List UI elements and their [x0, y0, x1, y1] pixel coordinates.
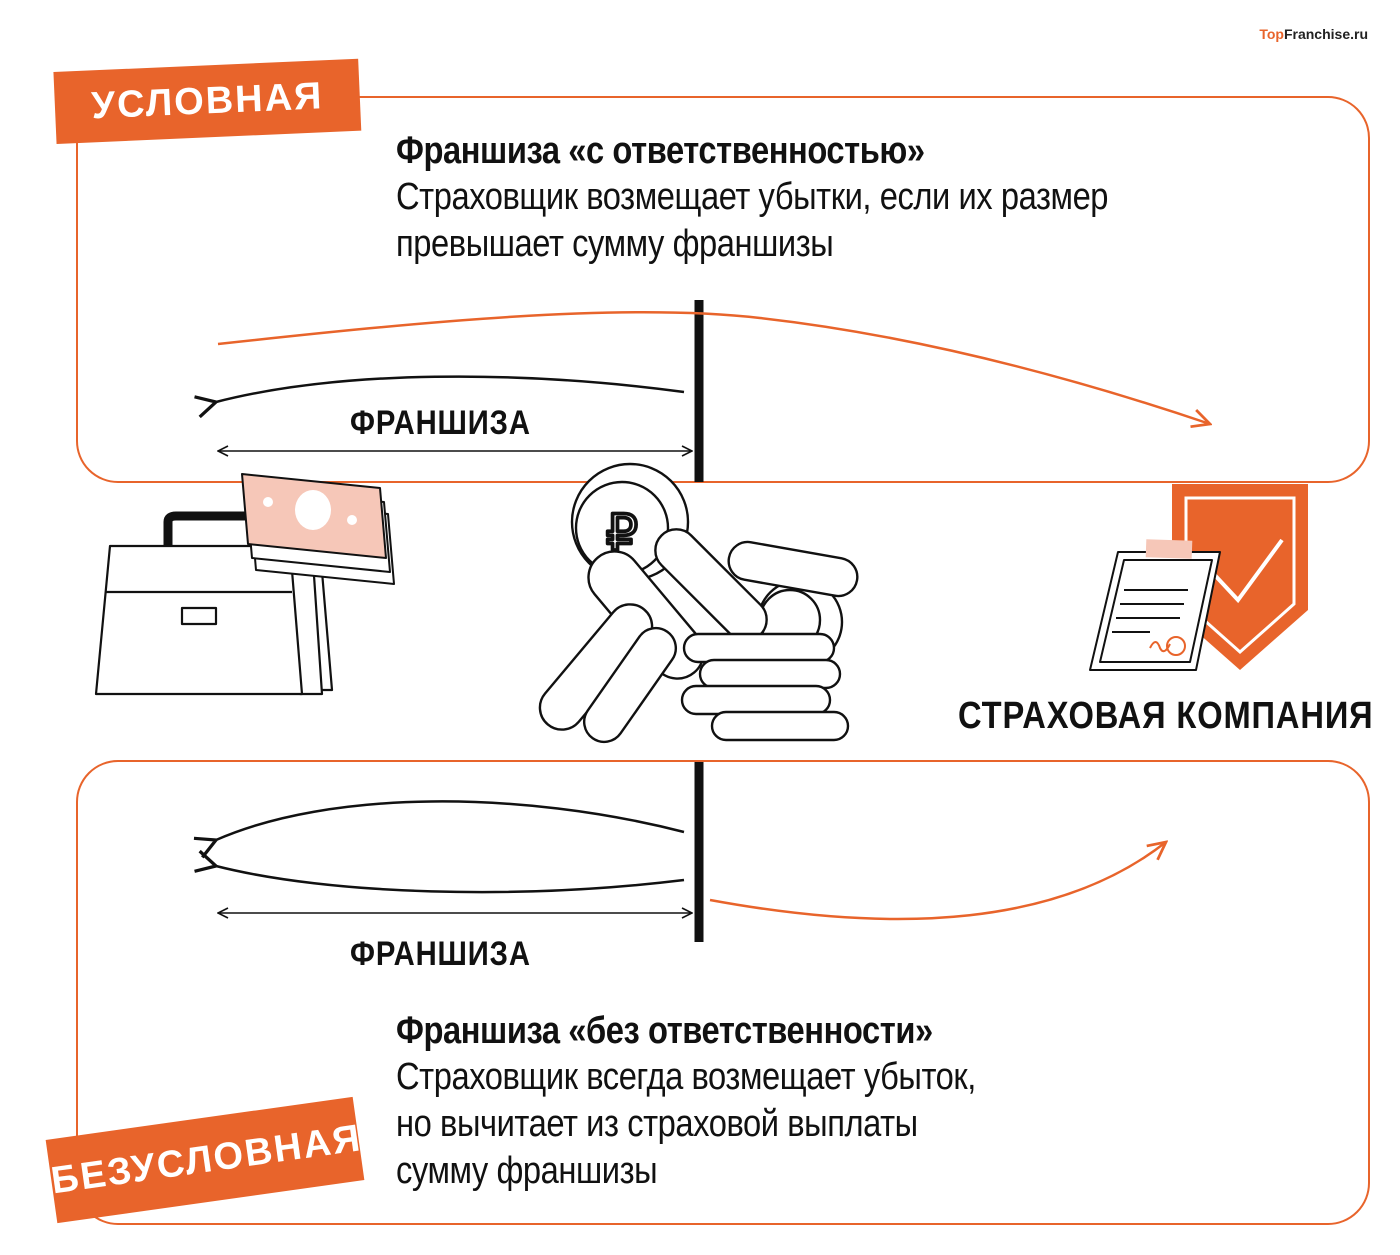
brand-logo: TopFranchise.ru	[1259, 26, 1368, 42]
return-arrow-bottom-2	[194, 849, 685, 894]
banknotes-icon	[241, 473, 395, 585]
flow-arrow-bottom-orange	[709, 842, 1166, 921]
conditional-panel	[76, 96, 1370, 483]
conditional-body-line-1: Страховщик возмещает убытки, если их раз…	[396, 176, 1109, 218]
conditional-tag: УСЛОВНАЯ	[53, 58, 362, 144]
conditional-title: Франшиза «с ответственностью»	[396, 130, 925, 172]
briefcase-icon	[94, 511, 334, 696]
franchise-label-bottom: ФРАНШИЗА	[350, 935, 531, 973]
franchise-label-top: ФРАНШИЗА	[350, 404, 531, 442]
flow-arrow-top-orange	[217, 310, 1210, 424]
insurance-company-label: СТРАХОВАЯ КОМПАНИЯ	[958, 695, 1374, 737]
unconditional-title: Франшиза «без ответственности»	[396, 1010, 933, 1052]
return-arrow-bottom-1	[193, 800, 685, 859]
document-icon	[1089, 539, 1221, 671]
unconditional-panel	[76, 760, 1370, 1225]
return-arrow-top	[194, 375, 685, 419]
unconditional-body-line-2: но вычитает из страховой выплаты	[396, 1103, 918, 1145]
unconditional-text: Франшиза «без ответственности» Страховщи…	[396, 1008, 1070, 1195]
coins-icon: ₽	[538, 462, 859, 744]
conditional-text: Франшиза «с ответственностью» Страховщик…	[396, 128, 1224, 268]
conditional-body-line-2: превышает сумму франшизы	[396, 223, 834, 265]
unconditional-body-line-1: Страховщик всегда возмещает убыток,	[396, 1056, 976, 1098]
unconditional-body-line-3: сумму франшизы	[396, 1150, 658, 1192]
